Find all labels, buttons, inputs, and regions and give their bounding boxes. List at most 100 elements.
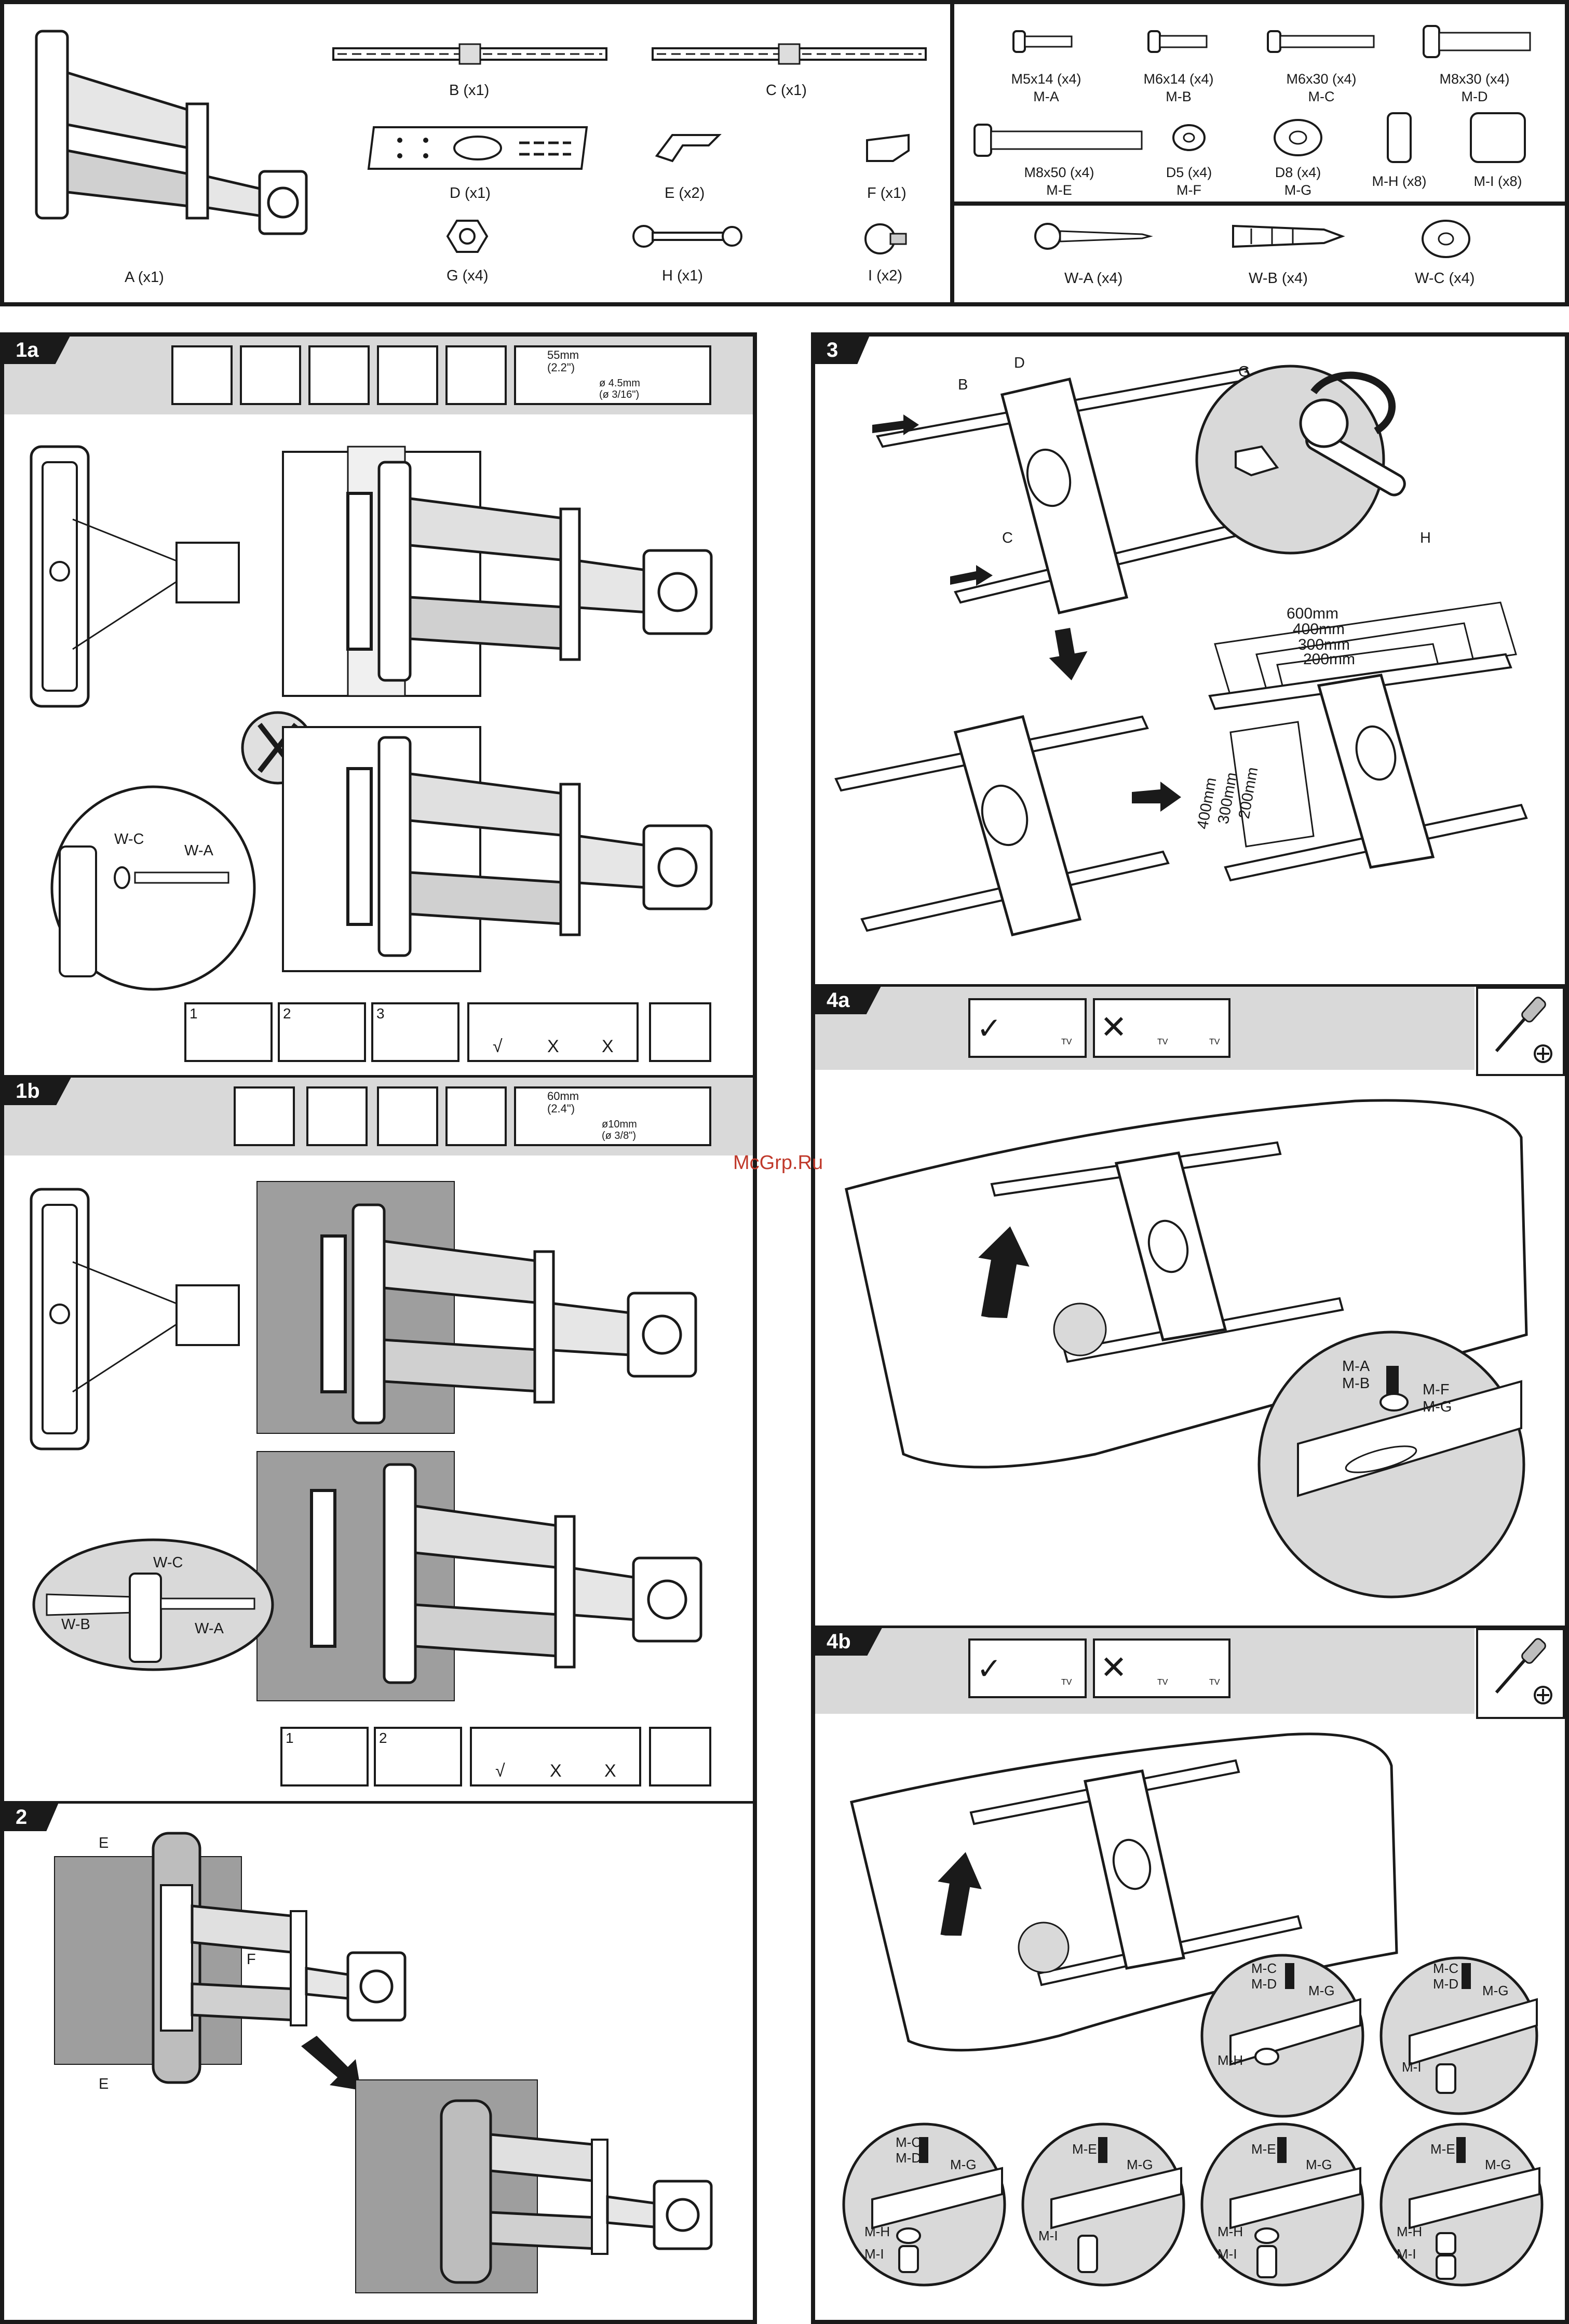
c6-m-e: M-E	[1430, 2141, 1455, 2157]
rail-c-illustration	[652, 43, 927, 65]
step-1b-2-divider	[4, 1801, 753, 1804]
callout-w-c-1a: W-C	[114, 831, 144, 848]
c3-m-i: M-I	[864, 2246, 884, 2262]
screwdriver-icon-4a	[1476, 987, 1565, 1076]
wall-washer-w-c-icon	[1422, 220, 1470, 258]
hardware-m-d-label: M8x30 (x4)M-D	[1439, 71, 1510, 104]
c2-m-c: M-C	[1433, 1960, 1459, 1976]
wrench-h-illustration	[632, 225, 742, 248]
part-e-label: E (x2)	[665, 185, 705, 201]
step-4b-tag: 4b	[815, 1628, 882, 1656]
callout-f: F	[247, 1951, 256, 1968]
step-4b-detail-6	[1379, 2123, 1544, 2287]
screwdriver-icon	[1495, 997, 1552, 1063]
tool-drill-icon	[445, 345, 507, 405]
screwdriver-icon	[1495, 1638, 1552, 1704]
part-d-label: D (x1)	[450, 185, 491, 201]
hardware-m-h-label: M-H (x8)	[1372, 173, 1427, 189]
drill-spec-1b: 60mm (2.4") ø10mm (ø 3/8")	[514, 1086, 711, 1146]
vesa-h-400: 400mm	[1293, 621, 1345, 638]
step-4b-detail-5	[1200, 2123, 1364, 2287]
hardware-m-g-label: D8 (x4)M-G	[1275, 165, 1321, 198]
part-f-label: F (x1)	[867, 185, 907, 201]
tool-level-icon	[308, 345, 370, 405]
c2-m-d: M-D	[1433, 1976, 1459, 1992]
vesa-h-600: 600mm	[1287, 605, 1339, 622]
substep-1a-1: 1	[184, 1002, 273, 1062]
step-2-clip-drawing	[54, 1832, 407, 2084]
tool-drill-icon-1b	[445, 1086, 507, 1146]
drill-depth-1b: 60mm	[547, 1090, 579, 1103]
drill-bit-1b: ø10mm	[602, 1119, 637, 1130]
drill-spec-1a: 55mm (2.2") ø 4.5mm (ø 3/16")	[514, 345, 711, 405]
c1-m-c: M-C	[1251, 1960, 1277, 1976]
washer-m-f-icon	[1172, 124, 1206, 151]
part-h-label: H (x1)	[662, 267, 703, 284]
drill-depth-1a: 55mm	[547, 348, 579, 361]
step-1a-arm-on-stud	[282, 446, 713, 697]
flat-tv-ok-icon-4b: ✓ TV	[968, 1638, 1087, 1698]
watermark-text: McGrp.Ru	[733, 1152, 823, 1174]
part-i-label: I (x2)	[868, 267, 903, 284]
bracket-f-illustration	[866, 133, 910, 162]
step-3-down-arrow	[1049, 628, 1088, 681]
substep-1b-1: 1	[280, 1727, 369, 1786]
drill-depth-in-1b: (2.4")	[547, 1102, 575, 1115]
c1-m-g: M-G	[1308, 1983, 1335, 1998]
callout-b-step3: B	[958, 377, 968, 393]
c6-m-h: M-H	[1397, 2224, 1423, 2239]
vesa-h-300: 300mm	[1298, 636, 1350, 653]
c4-m-g: M-G	[1127, 2157, 1153, 2172]
c3-m-g: M-G	[950, 2157, 977, 2172]
callout-m-b-4a: M-B	[1342, 1375, 1370, 1392]
substep-1a-3: 3	[371, 1002, 459, 1062]
clip-e-illustration	[655, 134, 722, 163]
plate-d-illustration	[367, 126, 588, 170]
callout-g-step3: G	[1238, 364, 1250, 380]
level-check-1a: √ X X	[467, 1002, 639, 1062]
step-1b-arm-on-concrete	[256, 1181, 697, 1434]
step-1b-arm-anchored	[256, 1451, 702, 1701]
hardware-divider	[950, 201, 1569, 206]
hardware-m-c-label: M6x30 (x4)M-C	[1286, 71, 1357, 104]
step-2-arrow	[301, 2036, 361, 2090]
c6-m-i: M-I	[1397, 2246, 1416, 2262]
c5-m-e: M-E	[1251, 2141, 1276, 2157]
c3-m-c: M-C	[896, 2134, 922, 2150]
drill-depth-in-1a: (2.2")	[547, 361, 575, 374]
part-c-label: C (x1)	[766, 82, 807, 99]
callout-m-f-4a: M-F	[1423, 1381, 1450, 1398]
step-2-installed-drawing	[355, 2079, 713, 2293]
step-3-4a-divider	[815, 984, 1565, 987]
wall-screw-w-a-icon	[1034, 223, 1153, 250]
step-4a-4b-divider	[815, 1626, 1565, 1628]
c1-m-h: M-H	[1218, 2052, 1243, 2068]
screw-m-c-icon	[1267, 30, 1375, 53]
step-1a-wall-plate-drawing	[30, 445, 240, 708]
c2-m-g: M-G	[1482, 1983, 1509, 1998]
callout-m-a-4a: M-A	[1342, 1358, 1370, 1375]
tool-pencil-icon	[377, 345, 438, 405]
drill-screwdriver-1a	[649, 1002, 711, 1062]
step-1a-arm-screwed	[282, 726, 713, 972]
c6-m-g: M-G	[1485, 2157, 1511, 2172]
spacer-m-h-icon	[1387, 112, 1412, 163]
callout-e-top: E	[99, 1835, 109, 1851]
step-3-wrench-detail	[1195, 365, 1406, 555]
step-3-rail-assembly	[872, 367, 1263, 614]
c5-m-g: M-G	[1306, 2157, 1332, 2172]
callout-w-a-1a: W-A	[184, 842, 213, 859]
step-4a-detail-circle	[1257, 1331, 1525, 1598]
drill-bit-in-1a: (ø 3/16")	[599, 389, 640, 400]
step-1b-detail-ellipse	[32, 1538, 274, 1671]
callout-d-step3: D	[1014, 355, 1025, 371]
step-4b-detail-1	[1200, 1954, 1364, 2118]
wall-w-a-label: W-A (x4)	[1064, 270, 1123, 287]
hardware-m-e-label: M8x50 (x4)M-E	[1024, 165, 1094, 198]
callout-w-a-1b: W-A	[195, 1620, 224, 1637]
c3-m-d: M-D	[896, 2150, 922, 2166]
step-4b-detail-3	[842, 2123, 1006, 2287]
step-1a-1b-divider	[4, 1075, 753, 1078]
c4-m-e: M-E	[1072, 2141, 1097, 2157]
screw-m-e-icon	[973, 124, 1143, 157]
